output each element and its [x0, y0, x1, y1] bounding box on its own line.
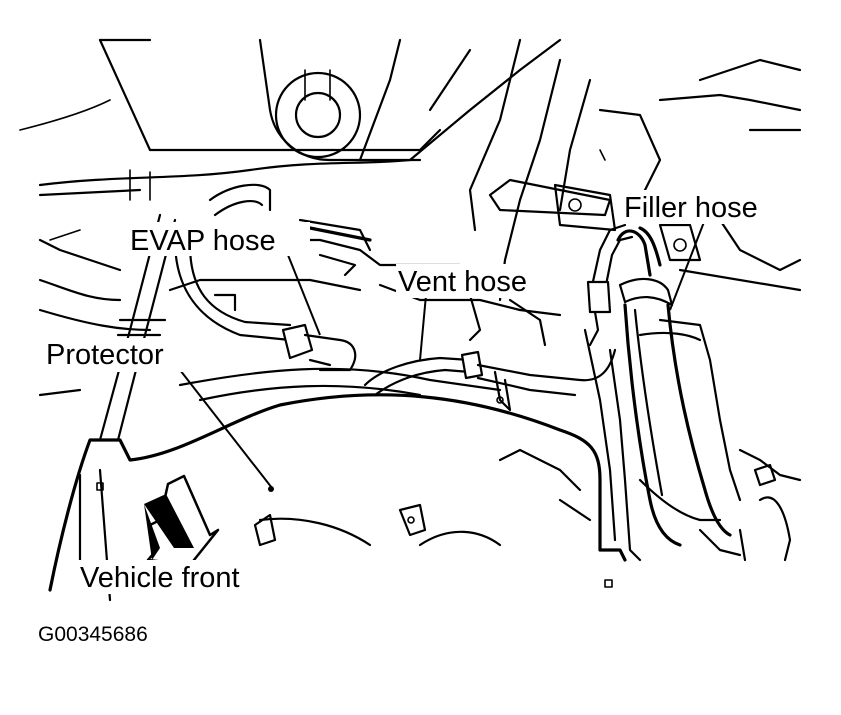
callout-vent-hose: Vent hose: [396, 264, 560, 298]
vent-hose-label: Vent hose: [398, 266, 527, 298]
filler-hose: [616, 226, 732, 547]
vehicle-front-label: Vehicle front: [80, 562, 240, 594]
vent-hose-leader: [419, 294, 427, 361]
evap-hose-label: EVAP hose: [130, 225, 276, 257]
vent-tube-riser: [586, 223, 634, 347]
vehicle-front-arrow-icon: [144, 474, 220, 567]
leader-lines: [179, 221, 705, 489]
protector-leader: [179, 369, 273, 489]
callout-vehicle-front: Vehicle front: [78, 560, 280, 594]
evap-hose: [173, 183, 357, 372]
figure-id: G00345686: [38, 623, 148, 646]
evap-hose-leader: [287, 254, 321, 336]
filler-bracket: [488, 178, 702, 262]
right-side-structure: [583, 318, 802, 562]
filler-hose-leader: [669, 221, 705, 311]
filler-hose-label: Filler hose: [624, 192, 758, 224]
callout-protector: Protector: [44, 338, 194, 372]
mounting-boss: [274, 69, 362, 159]
callout-filler-hose: Filler hose: [620, 190, 792, 224]
protector-label: Protector: [46, 339, 164, 371]
callout-evap-hose: EVAP hose: [128, 222, 310, 257]
vent-hose: [363, 348, 617, 412]
